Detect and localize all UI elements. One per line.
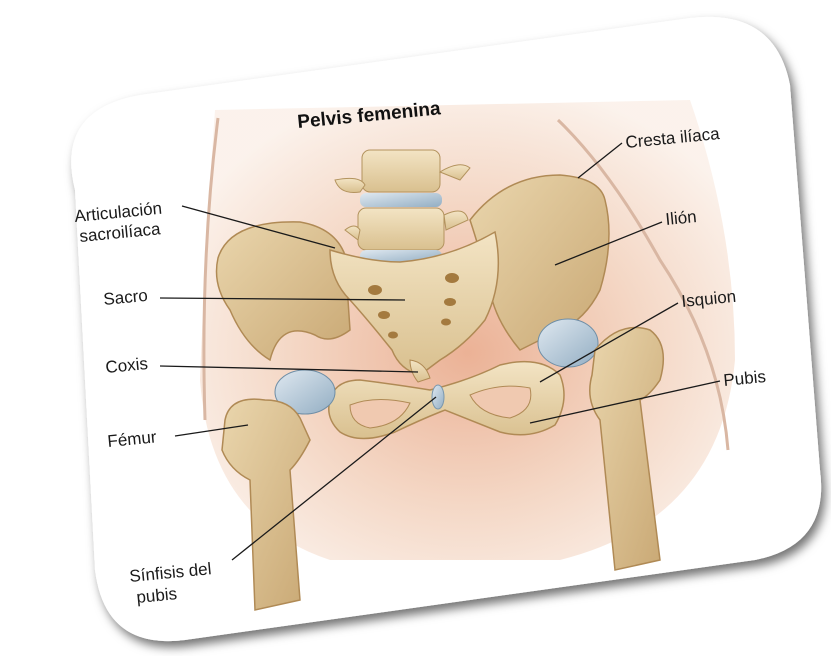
pubic-symphysis [432,385,444,409]
label-coxis: Coxis [105,354,149,377]
label-sinfisis-line2: pubis [136,584,178,607]
label-ilion: Ilión [665,207,698,229]
label-pubis: Pubis [723,367,767,390]
right-hip-joint [538,319,598,367]
